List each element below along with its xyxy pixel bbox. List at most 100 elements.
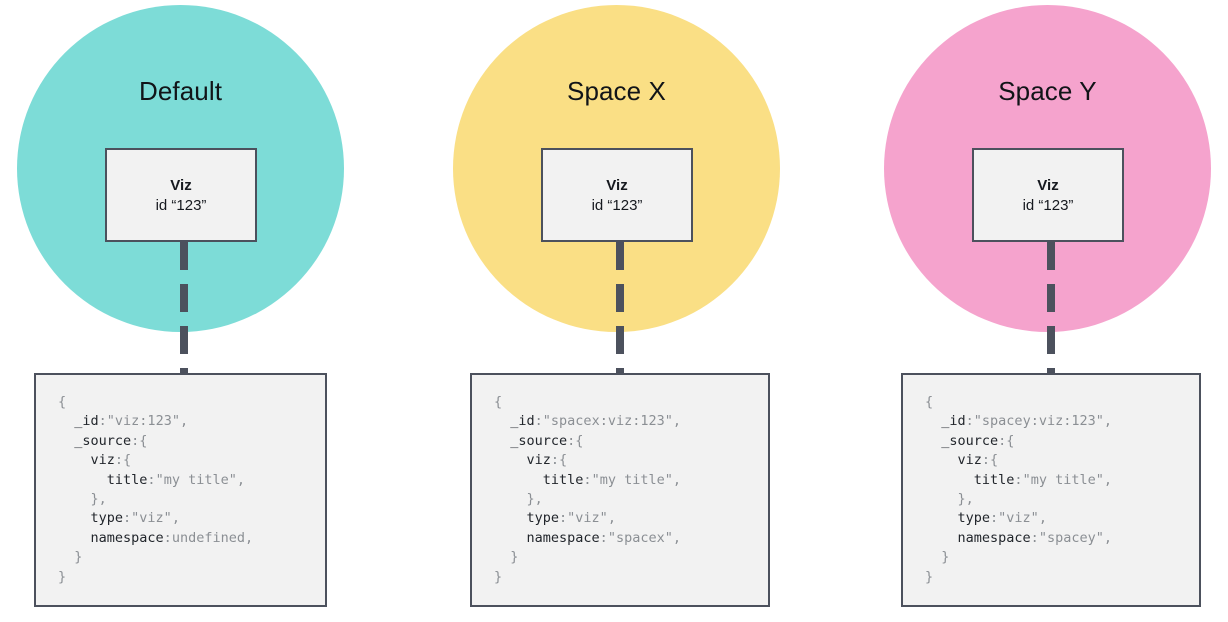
code-punct: , <box>171 510 180 527</box>
code-key: _source <box>74 432 132 449</box>
code-punct: :{ <box>567 432 584 449</box>
code-key: viz <box>957 452 982 469</box>
code-punct: : <box>534 413 543 430</box>
code-punct: : <box>990 510 999 527</box>
viz-node-id: id “123” <box>591 196 643 214</box>
code-key: viz <box>90 452 115 469</box>
code-key: title <box>973 471 1015 488</box>
dashed-connector-spacey <box>1047 242 1055 373</box>
code-line: namespace:"spacey", <box>925 529 1199 548</box>
code-key: title <box>542 471 584 488</box>
connector-dash <box>180 242 188 270</box>
code-punct: :{ <box>131 432 148 449</box>
code-key: _source <box>510 432 568 449</box>
code-line: _id:"viz:123", <box>58 412 325 431</box>
code-punct: } <box>925 568 934 585</box>
code-punct: , <box>1103 529 1112 546</box>
code-punct: , <box>1103 471 1112 488</box>
document-code-default: { _id:"viz:123", _source:{ viz:{ title:"… <box>58 393 325 587</box>
code-line: _id:"spacey:viz:123", <box>925 412 1199 431</box>
code-punct: , <box>607 510 616 527</box>
code-value: "my title" <box>155 471 237 488</box>
code-line: { <box>58 393 325 412</box>
code-punct: :{ <box>981 452 999 469</box>
code-line: } <box>494 548 768 567</box>
connector-dash <box>616 326 624 354</box>
code-punct: : <box>599 529 608 546</box>
dashed-connector-spacex <box>616 242 624 373</box>
code-punct: :{ <box>998 432 1015 449</box>
code-line: namespace:undefined, <box>58 529 325 548</box>
code-punct: : <box>583 471 592 488</box>
connector-dash <box>616 284 624 312</box>
code-punct: : <box>1030 529 1039 546</box>
code-punct: }, <box>957 491 974 508</box>
viz-node-id: id “123” <box>1022 196 1074 214</box>
code-value: "spacex" <box>607 529 673 546</box>
document-code-spacex: { _id:"spacex:viz:123", _source:{ viz:{ … <box>494 393 768 587</box>
code-line: { <box>925 393 1199 412</box>
code-punct: , <box>672 413 681 430</box>
viz-node-title: Viz <box>606 176 628 194</box>
space-circle-spacex: Space X <box>453 5 780 332</box>
code-line: }, <box>494 490 768 509</box>
space-column-spacey: Space Y Viz id “123” { _id:"spacey:viz:1… <box>838 0 1228 622</box>
code-punct: } <box>941 549 950 566</box>
code-line: } <box>925 548 1199 567</box>
code-key: namespace <box>957 529 1031 546</box>
code-line: _id:"spacex:viz:123", <box>494 412 768 431</box>
code-punct: : <box>965 413 974 430</box>
code-punct: , <box>236 471 245 488</box>
code-key: type <box>957 510 991 527</box>
code-punct: , <box>244 529 254 546</box>
document-code-spacey: { _id:"spacey:viz:123", _source:{ viz:{ … <box>925 393 1199 587</box>
code-punct: , <box>1103 413 1112 430</box>
connector-dash <box>1047 326 1055 354</box>
code-punct: , <box>672 529 681 546</box>
code-value: "viz" <box>998 510 1039 527</box>
code-punct: : <box>147 471 156 488</box>
code-punct: } <box>74 549 83 566</box>
code-value: "spacex:viz:123" <box>542 413 673 430</box>
code-key: _id <box>510 413 535 430</box>
code-punct: :{ <box>550 452 568 469</box>
space-circle-label: Space Y <box>998 76 1097 106</box>
code-punct: : <box>163 529 172 546</box>
code-value: "my title" <box>591 471 673 488</box>
connector-dash <box>1047 284 1055 312</box>
code-punct: } <box>494 568 503 585</box>
code-line: namespace:"spacex", <box>494 529 768 548</box>
connector-dash <box>180 326 188 354</box>
code-value: undefined <box>171 529 245 546</box>
code-line: } <box>494 568 768 587</box>
code-punct: }, <box>526 491 543 508</box>
code-punct: }, <box>90 491 107 508</box>
code-punct: { <box>925 394 934 410</box>
code-line: title:"my title", <box>58 471 325 490</box>
document-box-default: { _id:"viz:123", _source:{ viz:{ title:"… <box>34 373 327 607</box>
space-column-spacex: Space X Viz id “123” { _id:"spacex:viz:1… <box>407 0 827 622</box>
document-box-spacex: { _id:"spacex:viz:123", _source:{ viz:{ … <box>470 373 770 607</box>
connector-dash <box>180 284 188 312</box>
code-line: _source:{ <box>494 432 768 451</box>
viz-node-id: id “123” <box>155 196 207 214</box>
code-line: _source:{ <box>58 432 325 451</box>
dashed-connector-default <box>180 242 188 373</box>
code-value: "viz" <box>131 510 172 527</box>
code-key: _id <box>74 413 99 430</box>
code-value: "spacey" <box>1038 529 1104 546</box>
code-punct: } <box>510 549 519 566</box>
code-punct: : <box>123 510 132 527</box>
code-line: _source:{ <box>925 432 1199 451</box>
viz-node-default: Viz id “123” <box>105 148 257 242</box>
code-line: } <box>58 548 325 567</box>
code-punct: } <box>58 568 67 585</box>
code-punct: , <box>179 413 189 430</box>
code-line: { <box>494 393 768 412</box>
code-line: title:"my title", <box>925 471 1199 490</box>
code-line: viz:{ <box>58 451 325 470</box>
code-line: } <box>925 568 1199 587</box>
viz-node-spacex: Viz id “123” <box>541 148 693 242</box>
code-punct: : <box>559 510 568 527</box>
